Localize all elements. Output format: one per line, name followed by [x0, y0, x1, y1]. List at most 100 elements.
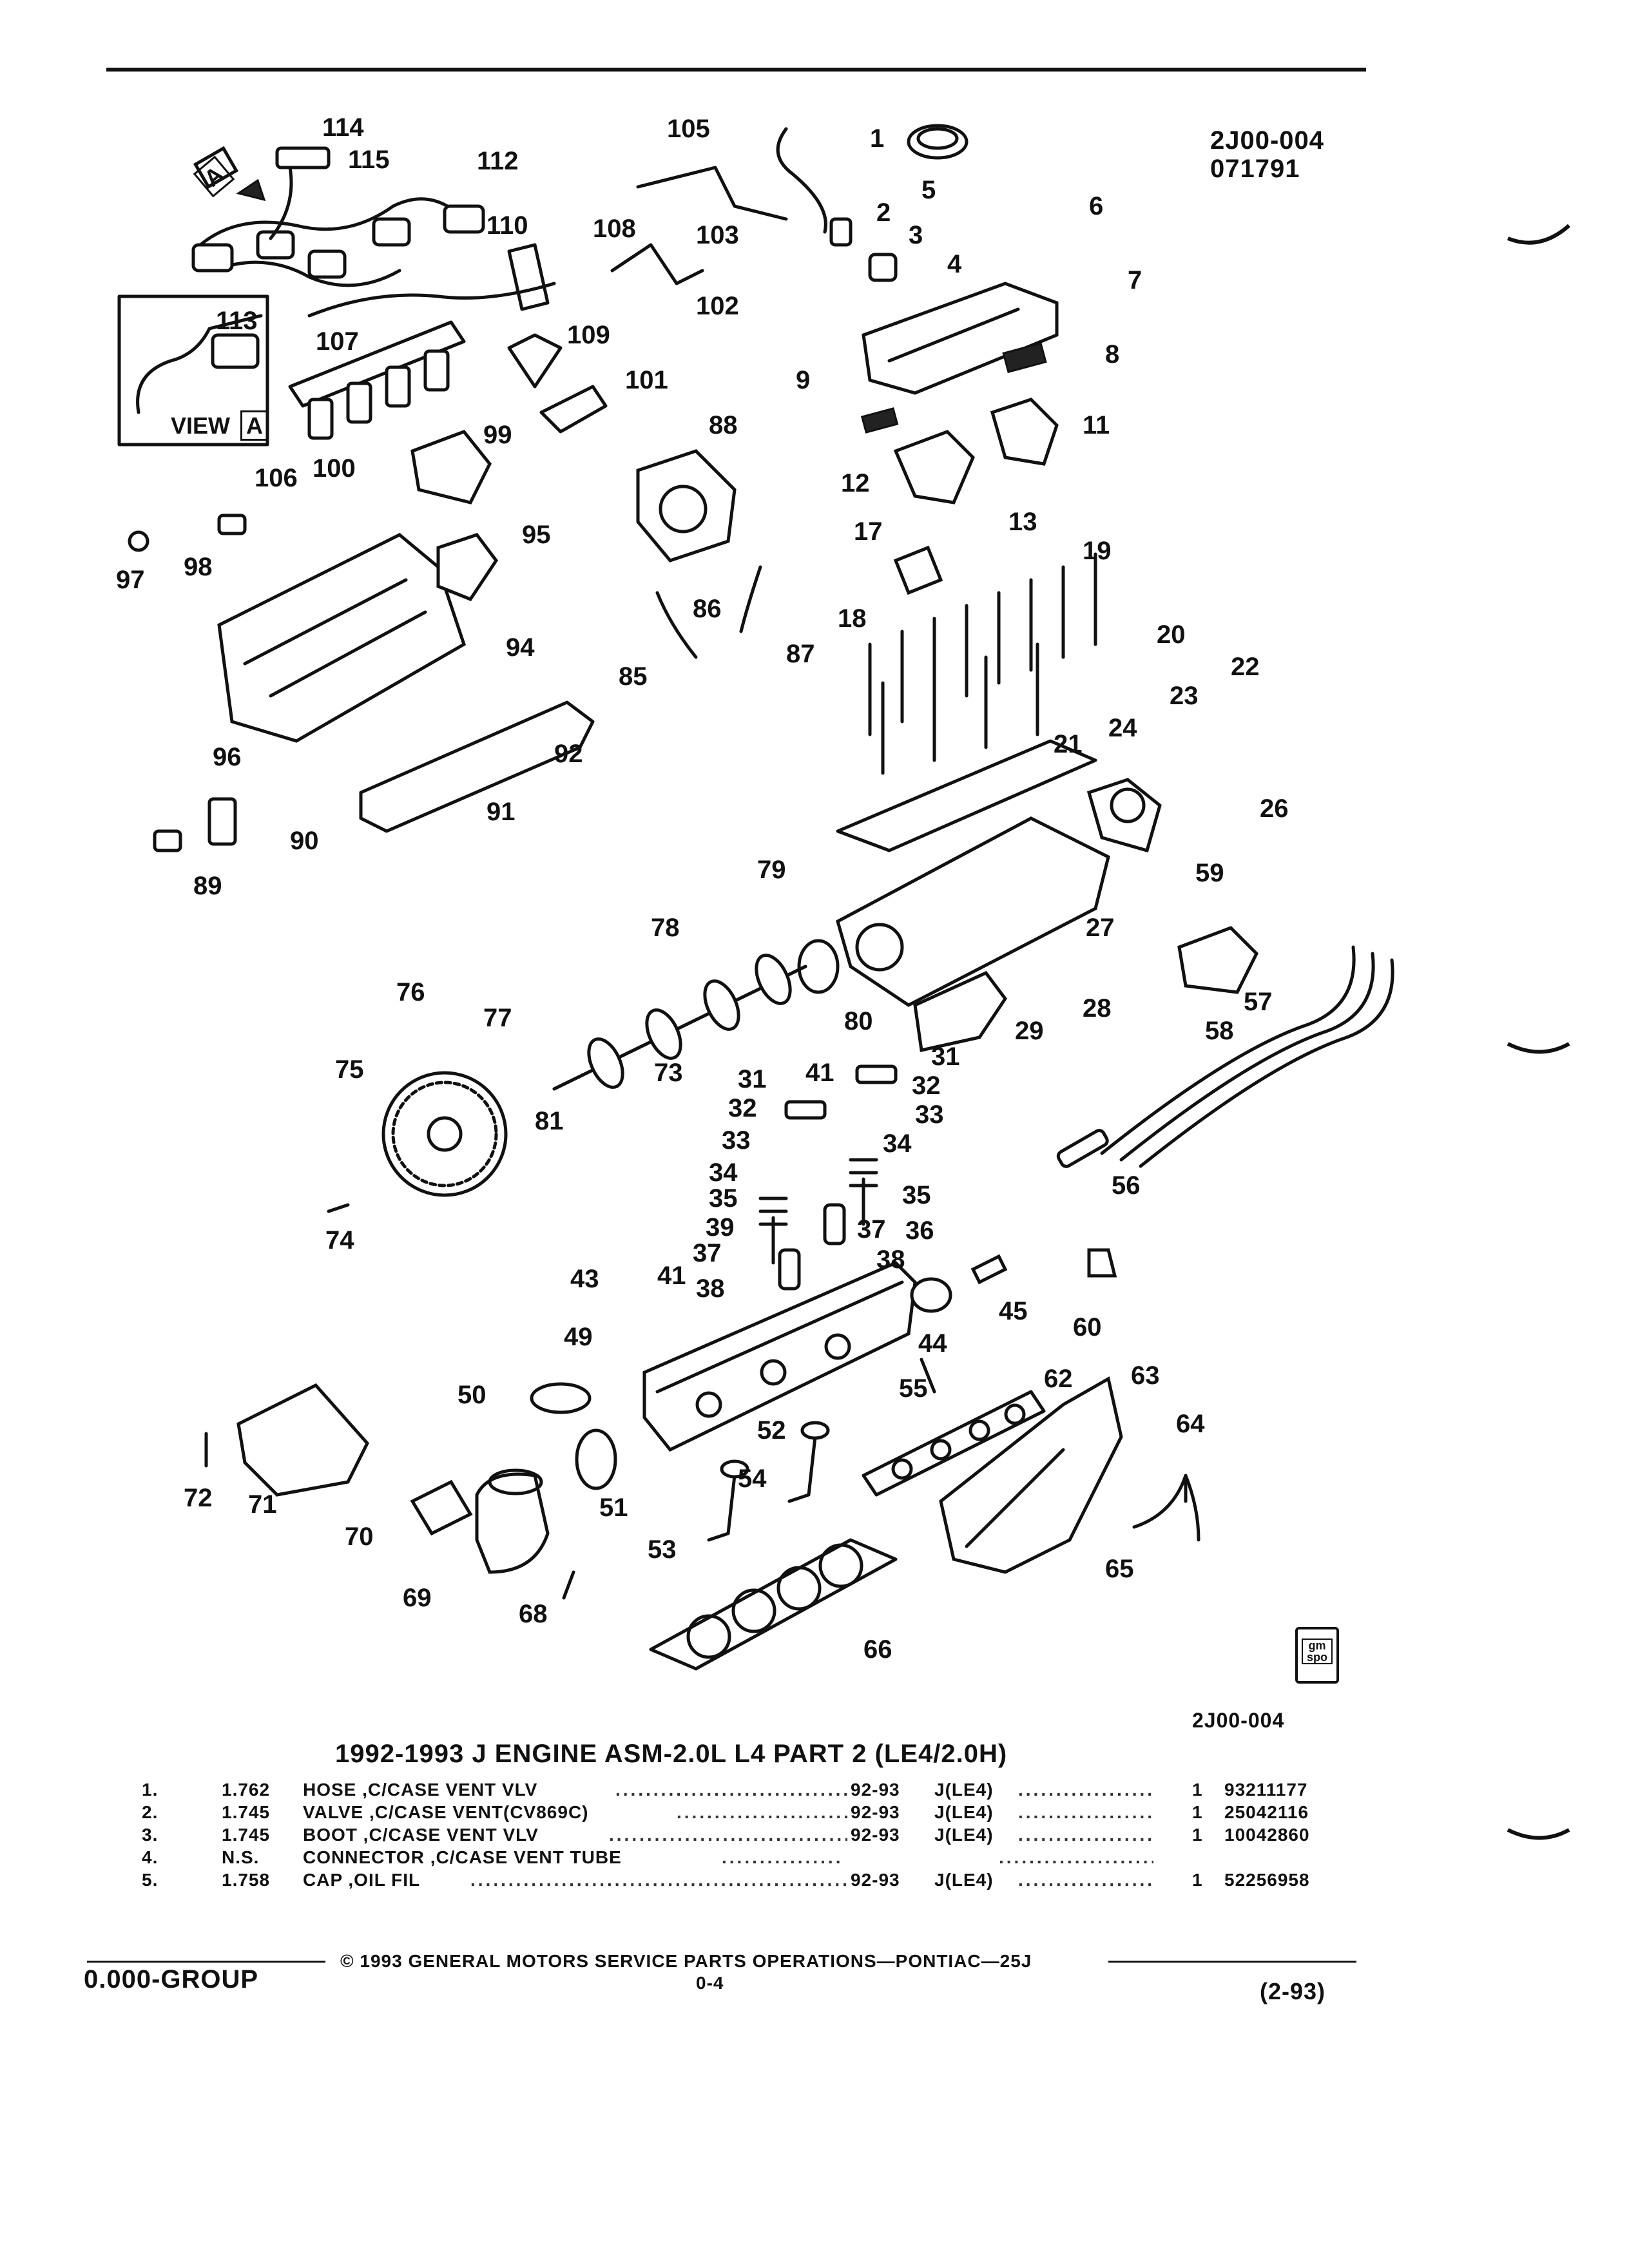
row-years: 92-93 — [851, 1870, 900, 1890]
callout-19: 19 — [1083, 537, 1112, 565]
callout-76: 76 — [396, 978, 425, 1006]
callout-31-a: 31 — [738, 1065, 767, 1093]
callout-53: 53 — [648, 1535, 677, 1564]
callout-32-b: 32 — [912, 1072, 941, 1100]
row-years: 92-93 — [851, 1802, 900, 1822]
callout-99: 99 — [483, 421, 512, 449]
callout-90: 90 — [290, 827, 319, 855]
callout-56: 56 — [1112, 1171, 1141, 1200]
row-description: HOSE ,C/CASE VENT VLV — [303, 1780, 538, 1800]
row-model: J(LE4) — [934, 1802, 994, 1822]
callout-45: 45 — [999, 1297, 1028, 1325]
row-part-number: 25042116 — [1224, 1802, 1309, 1822]
callout-79: 79 — [757, 856, 786, 884]
callout-33-a: 33 — [722, 1126, 751, 1155]
row-quantity: 1 — [1192, 1825, 1203, 1845]
row-description: VALVE ,C/CASE VENT(CV869C) — [303, 1802, 589, 1822]
footer-page-number: 0-4 — [696, 1973, 724, 1993]
row-number: 4. — [142, 1847, 159, 1867]
callout-52: 52 — [757, 1416, 786, 1445]
callout-54: 54 — [738, 1465, 767, 1493]
scan-edge-marks — [1507, 224, 1570, 245]
callout-106: 106 — [255, 464, 298, 492]
callout-63: 63 — [1131, 1361, 1160, 1390]
footer-group: 0.000-GROUP — [84, 1965, 259, 1994]
callout-35-a: 35 — [709, 1184, 738, 1213]
callout-33-b: 33 — [915, 1100, 944, 1129]
callout-86: 86 — [693, 595, 722, 623]
callout-114: 114 — [322, 113, 364, 142]
row-model: J(LE4) — [934, 1870, 994, 1890]
parts-row: 4. N.S. CONNECTOR ,C/CASE VENT TUBE ....… — [142, 1847, 1379, 1867]
leader-dots: ......................... — [1018, 1825, 1153, 1845]
callout-9: 9 — [796, 366, 811, 394]
callout-3: 3 — [909, 221, 923, 249]
view-a-inset: VIEW A — [171, 410, 269, 441]
gm-badge-bottom: spo — [1306, 1651, 1327, 1664]
callout-26: 26 — [1260, 794, 1289, 823]
head-bolts-drawing — [868, 552, 1097, 775]
callout-11: 11 — [1083, 411, 1110, 439]
callout-102: 102 — [696, 292, 739, 320]
callout-7: 7 — [1128, 266, 1142, 294]
callout-12: 12 — [841, 469, 870, 497]
callout-2: 2 — [876, 198, 891, 227]
callout-110: 110 — [487, 211, 528, 240]
leader-dots: ........................................… — [609, 1825, 847, 1845]
callout-32-a: 32 — [728, 1094, 757, 1122]
callout-50: 50 — [458, 1381, 487, 1409]
footer-rule-right — [1108, 1961, 1356, 1963]
callout-74: 74 — [325, 1226, 354, 1254]
callout-113: 113 — [216, 307, 258, 335]
row-ref: N.S. — [222, 1847, 260, 1867]
callout-57: 57 — [1244, 988, 1273, 1016]
callout-103: 103 — [696, 221, 739, 249]
callout-96: 96 — [213, 743, 242, 771]
callout-6: 6 — [1089, 192, 1104, 220]
valve-train-drawing — [758, 1064, 898, 1291]
row-model: J(LE4) — [934, 1780, 994, 1800]
callout-64: 64 — [1176, 1410, 1205, 1438]
callout-65: 65 — [1105, 1555, 1134, 1583]
callout-38-b: 38 — [696, 1274, 725, 1303]
row-number: 5. — [142, 1870, 159, 1890]
row-quantity: 1 — [1192, 1802, 1203, 1822]
callout-112: 112 — [477, 147, 519, 175]
figure-date-code: 071791 — [1210, 155, 1300, 183]
leader-dots: ......................... — [1018, 1780, 1153, 1800]
callout-94: 94 — [506, 633, 535, 662]
callout-38-a: 38 — [876, 1245, 905, 1274]
row-description: BOOT ,C/CASE VENT VLV — [303, 1825, 539, 1845]
callout-44: 44 — [918, 1329, 947, 1358]
callout-20: 20 — [1157, 620, 1186, 649]
leader-dots: ........................................… — [615, 1780, 847, 1800]
callout-85: 85 — [619, 662, 648, 691]
callout-41-b: 41 — [657, 1262, 686, 1290]
callout-23: 23 — [1170, 682, 1199, 710]
callout-105: 105 — [667, 115, 710, 143]
callout-37-b: 37 — [693, 1239, 722, 1267]
callout-28: 28 — [1083, 994, 1112, 1023]
figure-code-top: 2J00-004 — [1210, 126, 1325, 155]
callout-41-a: 41 — [805, 1059, 834, 1087]
row-description: CAP ,OIL FIL — [303, 1870, 421, 1890]
row-years: 92-93 — [851, 1780, 900, 1800]
parts-row: 2. 1.745 VALVE ,C/CASE VENT(CV869C) ....… — [142, 1802, 1379, 1822]
leader-dots: ......................... — [1018, 1802, 1153, 1822]
callout-1: 1 — [870, 124, 885, 153]
callout-68: 68 — [519, 1600, 548, 1628]
callout-75: 75 — [335, 1055, 364, 1084]
callout-73: 73 — [654, 1059, 683, 1087]
callout-78: 78 — [651, 914, 680, 942]
row-ref: 1.745 — [222, 1802, 271, 1822]
callout-22: 22 — [1231, 653, 1260, 681]
parts-row: 3. 1.745 BOOT ,C/CASE VENT VLV .........… — [142, 1825, 1379, 1845]
row-years: 92-93 — [851, 1825, 900, 1845]
gm-badge-top: gm — [1308, 1639, 1326, 1652]
callout-95: 95 — [522, 521, 551, 549]
leader-dots: ............................... — [677, 1802, 847, 1822]
leader-dots: .................. — [722, 1847, 844, 1867]
callout-31-b: 31 — [931, 1043, 960, 1071]
callout-77: 77 — [483, 1004, 512, 1032]
parts-row: 1. 1.762 HOSE ,C/CASE VENT VLV .........… — [142, 1780, 1379, 1800]
